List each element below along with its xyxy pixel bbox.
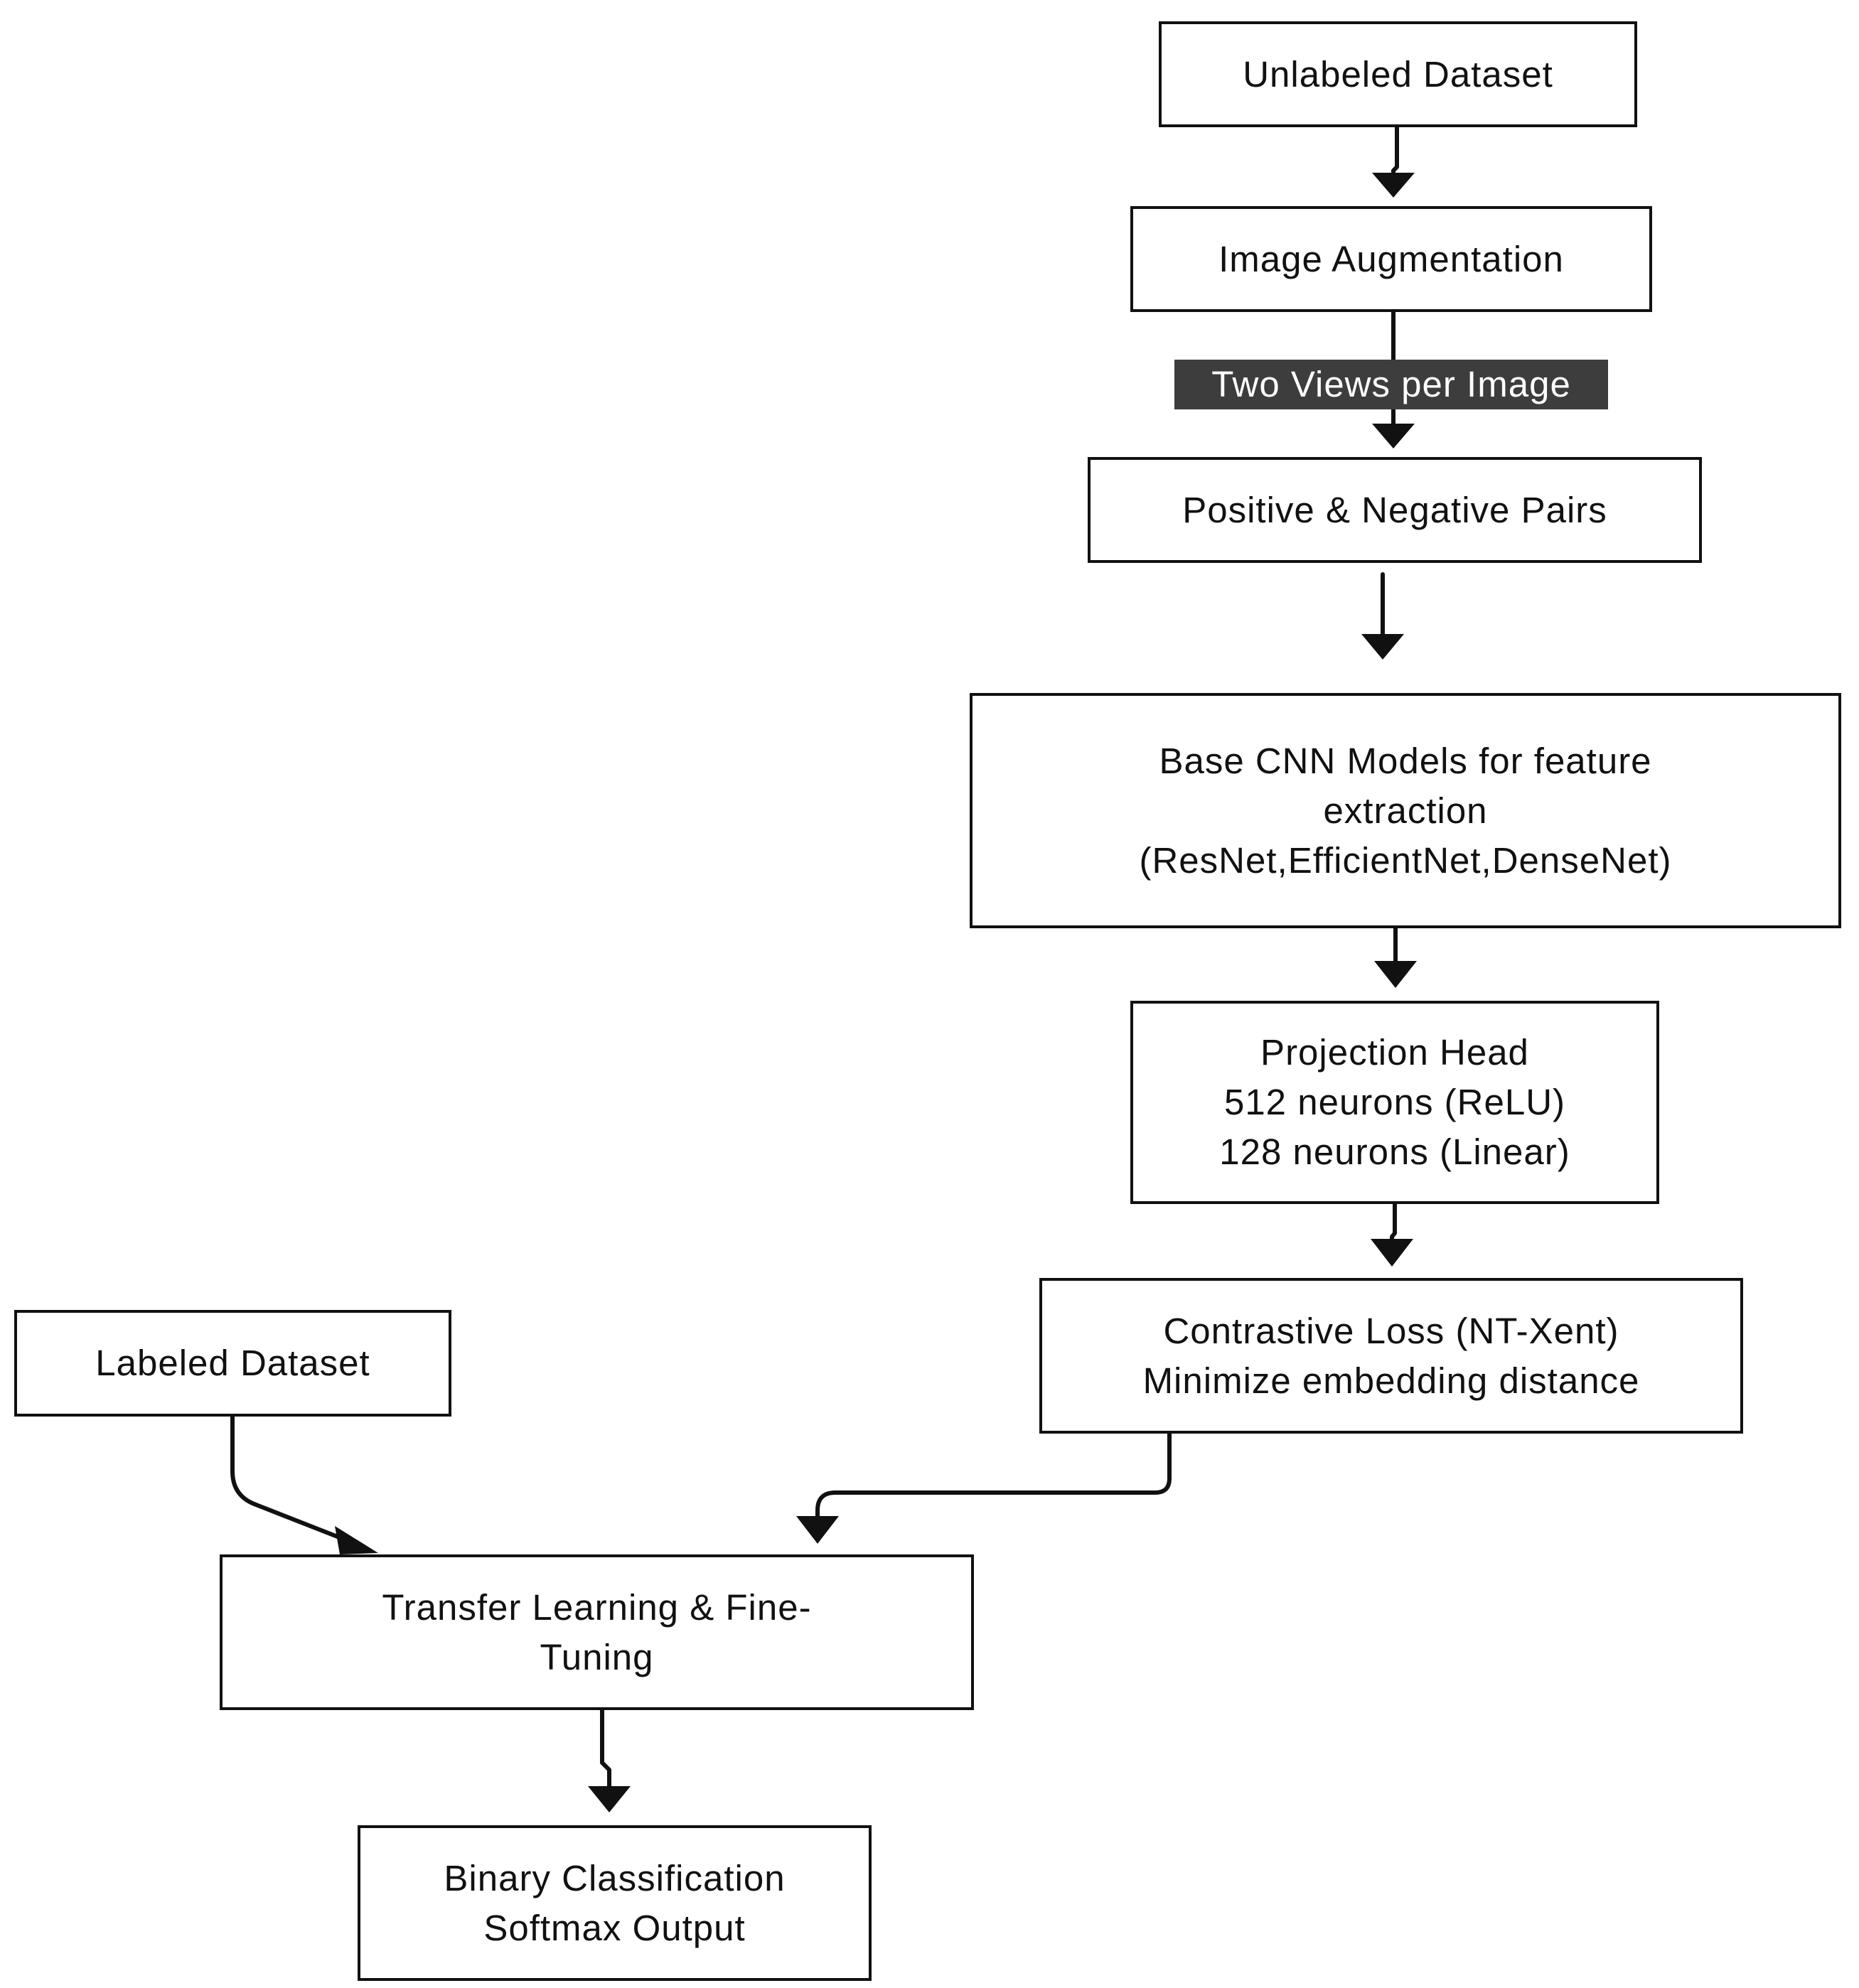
- node-labeled-dataset-text: Labeled Dataset: [95, 1343, 370, 1383]
- node-image-augmentation: Image Augmentation: [1130, 206, 1652, 312]
- arrowhead-binary: [588, 1786, 631, 1812]
- node-base-cnn-models: Base CNN Models for feature extraction (…: [970, 693, 1841, 928]
- node-image-augmentation-text: Image Augmentation: [1218, 238, 1564, 279]
- node-binary-classification: Binary Classification Softmax Output: [358, 1825, 872, 1981]
- node-contrastive-loss: Contrastive Loss (NT-Xent) Minimize embe…: [1039, 1278, 1743, 1434]
- node-base-cnn-line-3: (ResNet,EfficientNet,DenseNet): [1139, 839, 1672, 881]
- arrowhead-transfer-from-labeled: [335, 1526, 378, 1554]
- node-binary-classification-line-1: Binary Classification: [444, 1857, 786, 1898]
- node-transfer-learning-line-2: Tuning: [540, 1636, 654, 1677]
- node-labeled-dataset: Labeled Dataset: [14, 1310, 451, 1417]
- node-contrastive-loss-line-1: Contrastive Loss (NT-Xent): [1163, 1310, 1619, 1351]
- node-projection-head-line-2: 512 neurons (ReLU): [1223, 1082, 1566, 1122]
- edge-labeled-to-transfer: [230, 1414, 350, 1543]
- node-binary-classification-line-2: Softmax Output: [483, 1907, 746, 1948]
- edge-label-two-views: Two Views per Image: [1174, 360, 1608, 409]
- node-transfer-learning: Transfer Learning & Fine- Tuning: [220, 1554, 974, 1710]
- edge-loss-to-transfer: [815, 1431, 1172, 1520]
- edge-projection-to-loss: [1390, 1202, 1397, 1242]
- arrowhead-pairs: [1372, 424, 1415, 448]
- node-unlabeled-dataset: Unlabeled Dataset: [1159, 21, 1637, 127]
- node-positive-negative-pairs: Positive & Negative Pairs: [1088, 457, 1702, 563]
- node-base-cnn-line-1: Base CNN Models for feature: [1159, 740, 1652, 781]
- arrowhead-cnn: [1361, 634, 1404, 660]
- node-projection-head-line-3: 128 neurons (Linear): [1219, 1132, 1570, 1172]
- node-projection-head: Projection Head 512 neurons (ReLU) 128 n…: [1130, 1001, 1659, 1204]
- node-pairs-text: Positive & Negative Pairs: [1182, 489, 1607, 530]
- arrowhead-projection: [1374, 961, 1417, 988]
- node-unlabeled-dataset-text: Unlabeled Dataset: [1243, 53, 1553, 95]
- node-transfer-learning-line-1: Transfer Learning & Fine-: [382, 1586, 812, 1628]
- edge-unlabeled-to-augmentation: [1391, 125, 1399, 176]
- arrowhead-transfer-from-loss: [796, 1516, 839, 1544]
- arrowhead-augmentation: [1372, 173, 1415, 198]
- node-contrastive-loss-line-2: Minimize embedding distance: [1142, 1360, 1640, 1401]
- edge-transfer-to-binary: [600, 1708, 611, 1790]
- node-base-cnn-line-2: extraction: [1323, 790, 1488, 831]
- node-projection-head-line-1: Projection Head: [1260, 1032, 1529, 1073]
- arrowhead-loss: [1371, 1239, 1413, 1267]
